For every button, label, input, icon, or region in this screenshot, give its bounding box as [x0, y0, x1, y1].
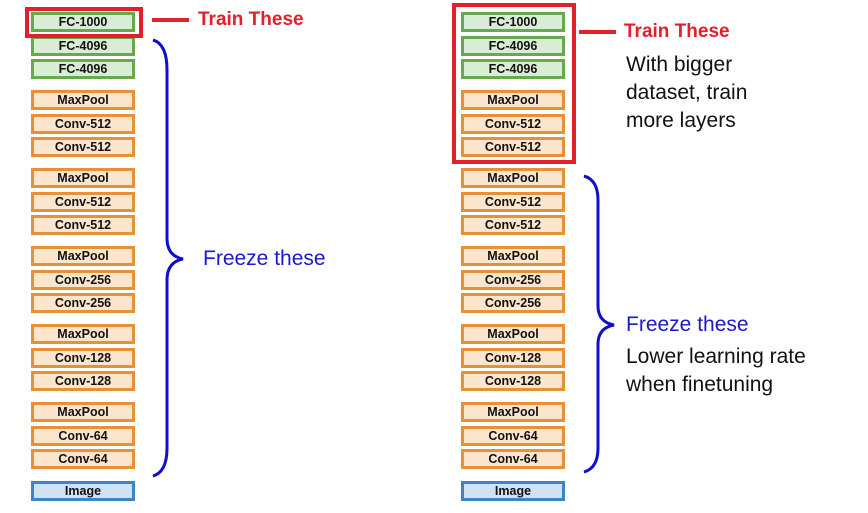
- right-layer-conv-64: Conv-64: [461, 449, 565, 469]
- left-layer-maxpool: MaxPool: [31, 324, 135, 344]
- left-layer-image: Image: [31, 481, 135, 501]
- right-layer-maxpool: MaxPool: [461, 324, 565, 344]
- left-layer-fc-1000: FC-1000: [31, 12, 135, 32]
- left-layer-conv-128: Conv-128: [31, 371, 135, 391]
- left-layer-conv-128: Conv-128: [31, 348, 135, 368]
- right-freeze-label: Freeze these: [626, 313, 749, 336]
- right-layer-conv-256: Conv-256: [461, 270, 565, 290]
- left-layer-conv-64: Conv-64: [31, 426, 135, 446]
- right-layer-conv-256: Conv-256: [461, 293, 565, 313]
- left-layer-conv-256: Conv-256: [31, 270, 135, 290]
- right-layer-maxpool: MaxPool: [461, 90, 565, 110]
- right-train-note: With bigger dataset, train more layers: [626, 53, 748, 132]
- right-layer-conv-128: Conv-128: [461, 371, 565, 391]
- left-layer-conv-256: Conv-256: [31, 293, 135, 313]
- left-layer-maxpool: MaxPool: [31, 402, 135, 422]
- left-layer-conv-512: Conv-512: [31, 137, 135, 157]
- left-layer-maxpool: MaxPool: [31, 246, 135, 266]
- right-layer-fc-4096: FC-4096: [461, 36, 565, 56]
- right-layer-maxpool: MaxPool: [461, 168, 565, 188]
- right-layer-maxpool: MaxPool: [461, 402, 565, 422]
- left-layer-conv-64: Conv-64: [31, 449, 135, 469]
- left-train-pointer-line: [152, 18, 189, 22]
- right-freeze-brace: [583, 174, 615, 474]
- left-layer-maxpool: MaxPool: [31, 90, 135, 110]
- left-layer-maxpool: MaxPool: [31, 168, 135, 188]
- left-layer-conv-512: Conv-512: [31, 215, 135, 235]
- right-layer-conv-128: Conv-128: [461, 348, 565, 368]
- left-train-highlight-box: [25, 7, 143, 38]
- left-layer-conv-512: Conv-512: [31, 114, 135, 134]
- left-layer-fc-4096: FC-4096: [31, 59, 135, 79]
- right-layer-conv-512: Conv-512: [461, 192, 565, 212]
- left-layer-conv-512: Conv-512: [31, 192, 135, 212]
- right-train-highlight-box: [452, 3, 576, 164]
- right-layer-conv-64: Conv-64: [461, 426, 565, 446]
- right-layer-maxpool: MaxPool: [461, 246, 565, 266]
- left-freeze-brace: [152, 38, 184, 478]
- left-freeze-label: Freeze these: [203, 247, 326, 270]
- right-layer-conv-512: Conv-512: [461, 114, 565, 134]
- right-layer-fc-4096: FC-4096: [461, 59, 565, 79]
- right-layer-conv-512: Conv-512: [461, 137, 565, 157]
- right-train-label: Train These: [624, 21, 730, 42]
- right-layer-fc-1000: FC-1000: [461, 12, 565, 32]
- right-train-pointer-line: [579, 30, 616, 34]
- right-freeze-note: Lower learning rate when finetuning: [626, 345, 806, 396]
- right-layer-conv-512: Conv-512: [461, 215, 565, 235]
- left-train-label: Train These: [198, 9, 304, 30]
- right-layer-image: Image: [461, 481, 565, 501]
